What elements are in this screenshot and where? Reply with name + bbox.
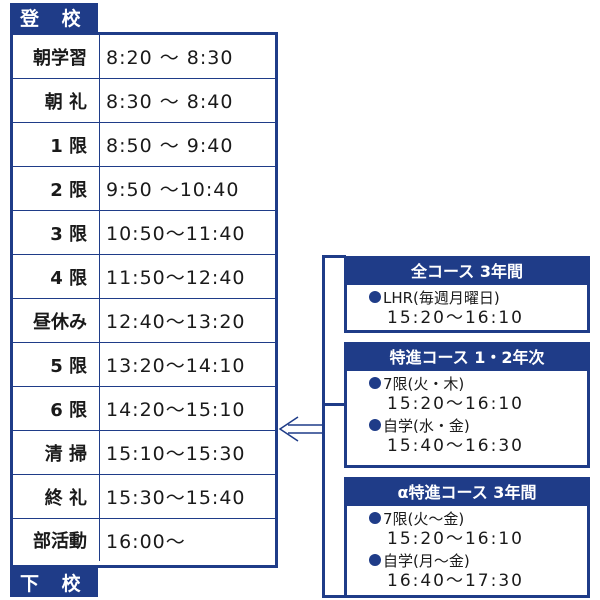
entry-time: 15:40～16:30 [387, 436, 524, 456]
period-time: 15:30～15:40 [106, 487, 246, 509]
bracket-tick [322, 403, 346, 406]
schedule-row: 朝 礼 8:30 ～ 8:40 [13, 79, 275, 123]
schedule-row: 終 礼 15:30～15:40 [13, 475, 275, 519]
entry-time: 15:20～16:10 [387, 529, 524, 549]
period-label: 朝学習 [13, 35, 100, 78]
schedule-table: 朝学習 8:20 ～ 8:30 朝 礼 8:30 ～ 8:40 1 限 8:50 ～ … [10, 32, 278, 568]
arrival-label: 登 校 [10, 3, 98, 32]
bracket-tick [322, 595, 346, 598]
dismissal-label: 下 校 [10, 568, 98, 597]
schedule-row: 清 掃 15:10～15:30 [13, 431, 275, 475]
entry-label: 7限(火～金) [383, 509, 465, 528]
bullet-dot-icon [369, 554, 381, 566]
course-title: 特進コース 1・2年次 [347, 345, 587, 371]
period-time: 16:00～ [106, 530, 186, 553]
period-time: 12:40～13:20 [106, 311, 246, 333]
schedule-row: 部活動 16:00～ [13, 519, 275, 561]
period-time: 8:30 ～ 8:40 [106, 91, 234, 113]
schedule-row: 5 限 13:20～14:10 [13, 343, 275, 387]
course-box-alpha: α特進コース 3年間 7限(火～金) 15:20～16:10 自学(月～金) 1… [344, 477, 590, 598]
period-label: 6 限 [13, 387, 100, 430]
period-label: 部活動 [13, 519, 100, 561]
period-label: 4 限 [13, 255, 100, 298]
period-time: 8:20 ～ 8:30 [106, 47, 234, 69]
schedule-row: 朝学習 8:20 ～ 8:30 [13, 35, 275, 79]
period-time: 11:50～12:40 [106, 267, 246, 289]
period-time: 8:50 ～ 9:40 [106, 135, 234, 157]
period-label: 2 限 [13, 167, 100, 210]
period-time: 10:50～11:40 [106, 223, 246, 245]
period-time: 15:10～15:30 [106, 443, 246, 465]
schedule-row: 1 限 8:50 ～ 9:40 [13, 123, 275, 167]
period-label: 5 限 [13, 343, 100, 386]
bullet-dot-icon [369, 291, 381, 303]
bracket-line [322, 255, 325, 598]
bracket-tick [322, 255, 346, 258]
entry-label: 自学(月～金) [383, 551, 470, 570]
entry-time: 16:40～17:30 [387, 571, 524, 591]
entry-label: 7限(火・木) [383, 374, 465, 393]
entry-time: 15:20～16:10 [387, 308, 524, 328]
entry-time: 15:20～16:10 [387, 394, 524, 414]
schedule-row: 昼休み 12:40～13:20 [13, 299, 275, 343]
bullet-dot-icon [369, 377, 381, 389]
period-label: 昼休み [13, 299, 100, 342]
course-box-all: 全コース 3年間 LHR(毎週月曜日) 15:20～16:10 [344, 256, 590, 333]
period-label: 3 限 [13, 211, 100, 254]
left-arrow-icon [278, 416, 322, 442]
period-time: 14:20～15:10 [106, 399, 246, 421]
schedule-row: 3 限 10:50～11:40 [13, 211, 275, 255]
period-label: 1 限 [13, 123, 100, 166]
period-label: 終 礼 [13, 475, 100, 518]
period-label: 朝 礼 [13, 79, 100, 122]
bullet-dot-icon [369, 512, 381, 524]
schedule-row: 2 限 9:50 ～10:40 [13, 167, 275, 211]
course-box-tokushin: 特進コース 1・2年次 7限(火・木) 15:20～16:10 自学(水・金) … [344, 342, 590, 468]
course-title: α特進コース 3年間 [347, 480, 587, 506]
bullet-dot-icon [369, 419, 381, 431]
entry-label: LHR(毎週月曜日) [383, 288, 500, 307]
schedule-row: 4 限 11:50～12:40 [13, 255, 275, 299]
period-time: 9:50 ～10:40 [106, 179, 240, 201]
course-title: 全コース 3年間 [347, 259, 587, 285]
period-label: 清 掃 [13, 431, 100, 474]
schedule-row: 6 限 14:20～15:10 [13, 387, 275, 431]
period-time: 13:20～14:10 [106, 355, 246, 377]
entry-label: 自学(水・金) [383, 416, 470, 435]
